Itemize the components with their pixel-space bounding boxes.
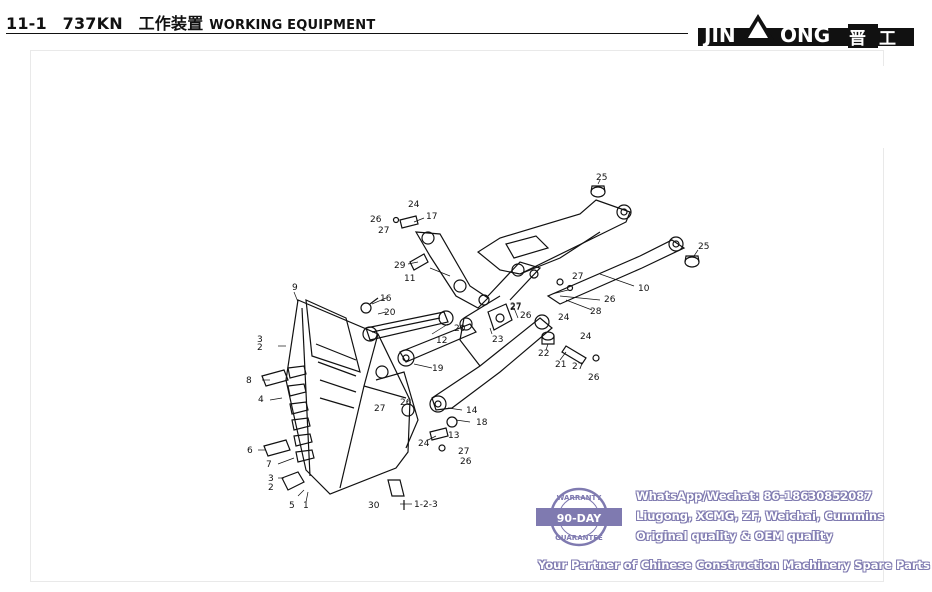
- pin-27-upper: [556, 278, 574, 292]
- part-label: 2: [257, 343, 263, 353]
- part-label: 22: [538, 349, 549, 359]
- svg-text:24: 24: [580, 332, 592, 342]
- part-label: 6: [247, 446, 253, 456]
- svg-text:26: 26: [460, 457, 472, 467]
- svg-text:2: 2: [268, 483, 274, 493]
- svg-text:ONG: ONG: [780, 23, 830, 47]
- watermark-line: Liugong, XCMG, ZF, Weichai, Cummins: [636, 509, 884, 523]
- part-label: 12: [436, 336, 447, 346]
- watermark-line: Original quality & OEM quality: [636, 529, 833, 543]
- pin-18: [446, 416, 458, 428]
- header-rule: [6, 33, 688, 34]
- pin-17: [392, 215, 419, 229]
- stamp-center-text: 90-DAY: [557, 512, 602, 525]
- svg-text:24: 24: [418, 439, 430, 449]
- watermark-line: WhatsApp/Wechat: 86-18630852087: [636, 489, 873, 503]
- part-label: 9: [292, 283, 298, 293]
- boom-pin-right: [684, 255, 700, 268]
- page-header: 11-1 737KN 工作装置 WORKING EQUIPMENT JIN ON…: [0, 0, 932, 50]
- brand-logo: JIN ONG 晋 工: [698, 14, 914, 49]
- part-30: [387, 479, 405, 510]
- part-label: 5: [289, 501, 295, 511]
- part-label: 14: [466, 406, 478, 416]
- bucket-teeth: [287, 365, 315, 463]
- svg-text:27: 27: [510, 302, 521, 312]
- svg-text:26: 26: [588, 373, 600, 383]
- svg-text:27: 27: [374, 404, 385, 414]
- svg-text:26: 26: [400, 398, 412, 408]
- model-number: 737KN: [62, 14, 123, 33]
- title-english: WORKING EQUIPMENT: [209, 18, 376, 33]
- pin-16: [360, 297, 379, 314]
- part-label: 17: [426, 212, 437, 222]
- watermark-tagline: Your Partner of Chinese Construction Mac…: [538, 558, 930, 572]
- svg-text:24: 24: [408, 200, 420, 210]
- pin-29: [409, 253, 429, 271]
- part-label: 25: [596, 173, 607, 183]
- drawing-frame: [30, 50, 884, 582]
- svg-text:26: 26: [604, 295, 616, 305]
- svg-text:工: 工: [879, 29, 896, 49]
- part-label: 10: [638, 284, 650, 294]
- section-number: 11-1: [6, 14, 47, 33]
- svg-text:27: 27: [572, 272, 583, 282]
- part-label: 7: [266, 460, 272, 470]
- bucket: [285, 299, 419, 495]
- boom-arm: [476, 199, 686, 305]
- stamp-top-text: WARRANTY: [557, 494, 603, 502]
- warranty-stamp: WARRANTY 90-DAY GUARANTEE: [536, 487, 622, 547]
- middle-link: [459, 303, 513, 331]
- pin-13: [429, 427, 449, 452]
- part-label: 18: [476, 418, 488, 428]
- side-cutter-upper: [261, 369, 289, 387]
- part-label: 1: [303, 501, 309, 511]
- part-label: 16: [380, 294, 392, 304]
- lift-arm: [429, 295, 553, 413]
- part-label: 26: [520, 311, 532, 321]
- part-label: 11: [404, 274, 415, 284]
- watermark-contact: WhatsApp/Wechat: 86-18630852087 Liugong,…: [636, 486, 926, 546]
- part-label: 27: [510, 303, 521, 313]
- pin-22: [541, 331, 555, 345]
- leader-lines: [258, 179, 699, 505]
- part-label: 28: [590, 307, 602, 317]
- boom-pin-upper: [590, 185, 606, 198]
- svg-text:JIN: JIN: [702, 23, 736, 47]
- part-label: 24: [558, 313, 570, 323]
- tilt-lever: [414, 231, 542, 309]
- svg-text:27: 27: [572, 362, 583, 372]
- part-label: 3: [257, 335, 263, 345]
- title-chinese: 工作装置: [138, 14, 204, 33]
- svg-text:27: 27: [378, 226, 389, 236]
- svg-text:3: 3: [268, 474, 274, 484]
- part-label: 23: [492, 335, 503, 345]
- part-label: 29: [394, 261, 406, 271]
- part-label: 8: [246, 376, 252, 386]
- push-rod: [397, 323, 477, 367]
- pin-21: [561, 345, 600, 365]
- svg-text:25: 25: [698, 242, 709, 252]
- part-label: 21: [555, 360, 566, 370]
- part-label: 4: [258, 395, 264, 405]
- svg-text:晋: 晋: [849, 29, 866, 49]
- side-cutter-lower: [263, 439, 291, 457]
- part-label: 30: [368, 501, 380, 511]
- part-label: 13: [448, 431, 459, 441]
- part-label: 19: [432, 364, 444, 374]
- part-label: 20: [384, 308, 396, 318]
- stamp-bottom-text: GUARANTEE: [555, 534, 603, 542]
- part-label: 1-2-3: [414, 500, 438, 510]
- svg-text:27: 27: [458, 447, 469, 457]
- part-labels: 1 2 3 4 5 6 7 8 9 10 11 12 13 14 16 17 1…: [246, 173, 709, 511]
- svg-text:20: 20: [454, 324, 466, 334]
- svg-text:26: 26: [370, 215, 382, 225]
- tooth-adapter: [281, 471, 305, 491]
- sheet-title: 11-1 737KN 工作装置 WORKING EQUIPMENT: [6, 10, 375, 34]
